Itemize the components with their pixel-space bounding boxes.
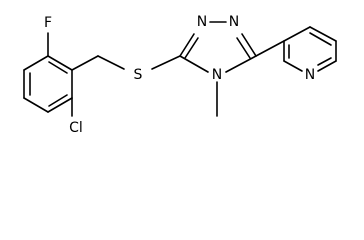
bond-benzene-c5-c6 (47, 97, 73, 113)
double-bond-n2-c3 (236, 37, 251, 59)
bond-pyr-c4-c5 (309, 26, 337, 42)
bond-c5-n1 (179, 33, 195, 57)
bond-c3-n4 (225, 55, 257, 73)
atom-sulfur-label: S (134, 67, 143, 83)
bond-n2-c3 (241, 33, 257, 57)
double-bond-pyr-c4-c5 (309, 32, 332, 46)
atom-fluorine-label: F (44, 15, 52, 31)
bond-pyr-c6-n (317, 60, 337, 72)
atom-triazole-n1-label: N (197, 14, 207, 30)
atom-chlorine-label: Cl (69, 120, 83, 136)
double-bond-c5-n1 (184, 37, 199, 59)
bond-benzene-c2-c3 (23, 55, 49, 71)
pyridine-ring (283, 26, 337, 72)
atom-triazole-n4-label: N (212, 67, 222, 83)
bond-triazole-pyridine (255, 40, 285, 57)
bond-pyr-n-c2 (283, 60, 303, 72)
bond-benzene-c4-c5 (23, 97, 49, 113)
bond-s-c5 (151, 55, 181, 70)
bond-benzene-ch2 (71, 55, 99, 71)
atom-pyridine-n-label: N (305, 67, 315, 83)
bond-n4-c5 (179, 55, 209, 73)
double-bond-pyr-c6-n (317, 57, 332, 66)
double-bond-benzene-c1-c2 (48, 61, 68, 74)
bond-benzene-c1-c2 (47, 55, 73, 71)
bond-ch2-s (97, 55, 125, 70)
triazole-ring (179, 21, 257, 73)
atom-triazole-n2-label: N (229, 14, 239, 30)
bond-pyr-c3-c4 (283, 26, 311, 42)
double-bond-benzene-c5-c6 (48, 94, 68, 107)
chemical-structure-diagram: F Cl S N N N N (23, 14, 337, 136)
benzene-ring (23, 55, 73, 113)
